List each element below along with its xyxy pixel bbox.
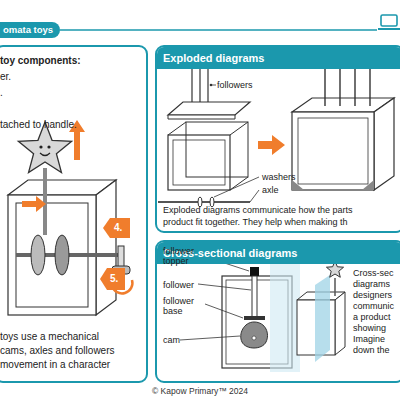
frame-front: [168, 135, 230, 190]
star-smile: [40, 153, 50, 156]
toy-cam: [31, 235, 45, 275]
callout-tag-shape: [103, 218, 130, 238]
follower-topper-part: [250, 267, 259, 276]
frame-inner: [173, 140, 225, 185]
toy-cam: [55, 235, 69, 275]
leader-line: [198, 284, 251, 290]
copyright-note: © Kapow Primary™ 2024: [100, 386, 300, 396]
body-text: Cross-sec diagrams designers communic a …: [353, 268, 399, 356]
cutting-plane: [270, 262, 300, 372]
list-item: er.: [0, 71, 11, 82]
callout-text: 4.: [114, 218, 122, 238]
assembled-side: [374, 98, 394, 190]
assembled-inner: [298, 118, 368, 184]
top-plate-edge: [168, 115, 235, 119]
cam-part: [241, 322, 268, 348]
callout-text: 5.: [110, 268, 118, 290]
callout-tag-shape: [100, 268, 125, 290]
computer-icon: [381, 15, 397, 26]
body-text: Exploded diagrams communicate how the pa…: [163, 204, 373, 228]
part-label: follower base: [163, 296, 203, 316]
cutaway-side: [335, 292, 345, 355]
frame-edge: [168, 122, 186, 135]
title-text: omata toys: [3, 22, 53, 38]
motion-arrow: [22, 196, 46, 212]
callout-number: 5.: [100, 268, 125, 290]
body-text: toys use a mechanical cams, axles and fo…: [0, 330, 122, 372]
cross-section-panel: Cross-sectional diagramsCross-sec diagra…: [155, 240, 400, 383]
part-label: washers: [262, 172, 296, 182]
process-arrow: [258, 135, 285, 155]
panel-heading: Exploded diagrams: [157, 47, 400, 69]
part-label: cam: [163, 335, 180, 345]
title-tab: omata toys: [0, 22, 60, 38]
list-heading: toy components:: [0, 55, 81, 66]
corner-triangle: [362, 180, 374, 190]
leader-line: [205, 304, 243, 318]
components-panel: toy components: er.. tached to handle. toys…: [0, 45, 148, 383]
cutaway-plane: [315, 275, 330, 362]
cutaway-rod: [334, 278, 336, 296]
follower-base-part: [244, 316, 265, 320]
toy-follower: [43, 168, 47, 235]
star-eye: [47, 145, 50, 148]
computer-icon-base: [378, 28, 400, 30]
axle-rod: [158, 201, 250, 203]
list-item: tached to handle.: [0, 119, 77, 130]
frame-back: [186, 122, 248, 177]
leader-line: [180, 336, 240, 340]
header-rule: [60, 29, 377, 31]
part-label: followers: [217, 80, 253, 90]
top-plate: [168, 102, 250, 115]
part-label: axle: [262, 185, 279, 195]
toy-box-side: [96, 180, 116, 315]
list-item: .: [0, 87, 3, 98]
frame-edge: [230, 122, 248, 135]
star-eye: [39, 145, 42, 148]
callout-number: 4.: [103, 218, 130, 238]
exploded-panel: Exploded diagramsExploded diagrams commu…: [155, 45, 400, 233]
leader-line: [214, 177, 259, 197]
part-label: follower: [163, 280, 194, 290]
part-label: follower topper: [163, 246, 203, 266]
leader-line: [211, 85, 216, 86]
follower-part: [252, 276, 257, 318]
leader-line: [250, 190, 259, 202]
assembled-front: [292, 112, 374, 190]
cam-axle: [252, 336, 256, 340]
